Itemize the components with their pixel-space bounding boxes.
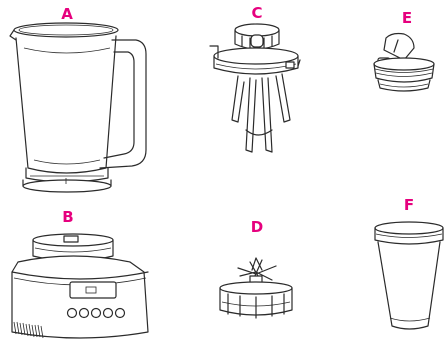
parts-diagram: A B C D E F xyxy=(0,0,444,346)
blender-cup-icon xyxy=(0,0,444,346)
